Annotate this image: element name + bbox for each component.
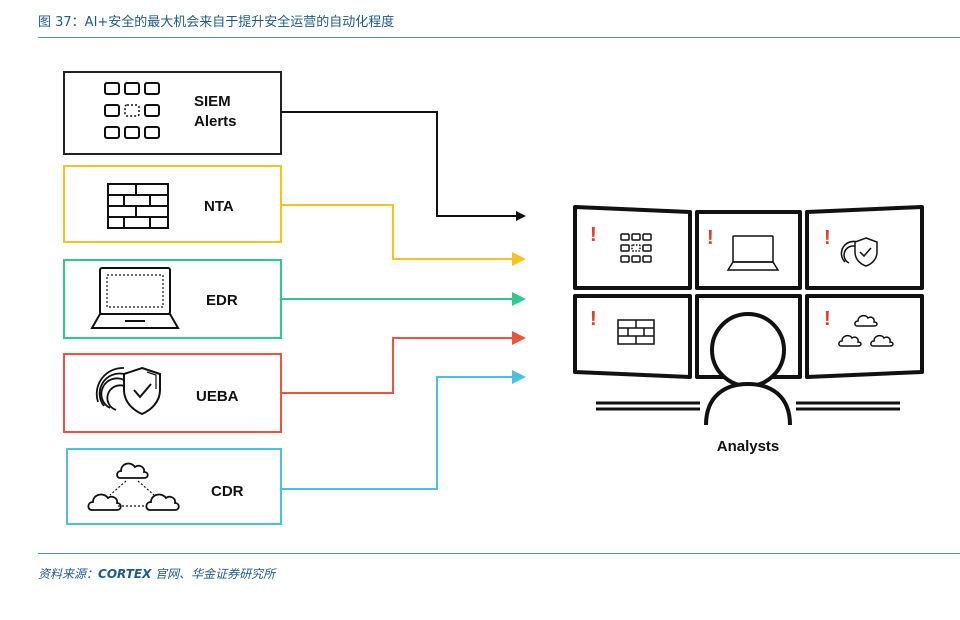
alert-marks: ! ! ! ! ! (590, 224, 831, 330)
monitor-top-left (573, 205, 692, 290)
source-nta: NTA (63, 165, 282, 243)
alert-icon: ! (707, 227, 714, 249)
laptop-icon (90, 267, 180, 329)
connector-arrows (281, 111, 526, 490)
source-rest: 官网、华金证券研究所 (151, 567, 276, 581)
arrow-siem (281, 111, 526, 221)
nta-label: NTA (204, 198, 234, 215)
alert-icon: ! (824, 308, 831, 330)
alert-icon: ! (590, 308, 597, 330)
source-note: 资料来源：CORTEX 官网、华金证券研究所 (38, 565, 275, 582)
siem-box (63, 71, 282, 155)
monitor-bottom-right (805, 294, 924, 379)
source-siem: SIEM Alerts (63, 71, 282, 155)
cloud-network-icon (87, 462, 180, 511)
analyst-head (710, 312, 786, 388)
arrow-ueba (281, 331, 526, 394)
alert-icon: ! (824, 227, 831, 249)
firewall-icon (107, 183, 169, 229)
source-edr: EDR (63, 259, 282, 339)
siem-label: SIEM (194, 93, 231, 110)
source-rule (38, 553, 960, 554)
edr-box (63, 259, 282, 339)
ueba-label: UEBA (196, 388, 239, 405)
title-rule (38, 37, 960, 38)
source-cdr: CDR (66, 448, 282, 525)
laptop-icon (726, 235, 780, 271)
cdr-box (66, 448, 282, 525)
nta-box (63, 165, 282, 243)
arrow-cdr (281, 370, 526, 490)
grid-icon (620, 233, 652, 263)
firewall-icon (617, 319, 655, 345)
arrow-nta (281, 204, 526, 266)
cdr-label: CDR (211, 483, 244, 500)
grid-icon (104, 82, 160, 139)
analysts-label: Analysts (717, 438, 780, 455)
figure-title: 图 37：AI+安全的最大机会来自于提升安全运营的自动化程度 (38, 15, 395, 30)
alert-icon: ! (590, 224, 597, 246)
fingerprint-shield-icon (840, 237, 878, 267)
cloud-network-icon (838, 314, 894, 347)
monitor-top-center (695, 210, 802, 290)
siem-label-line2: Alerts (194, 113, 237, 130)
analyst-figure (704, 312, 792, 426)
desk (596, 401, 900, 411)
fingerprint-shield-icon (95, 366, 161, 416)
analyst-shoulders (704, 381, 792, 426)
source-ueba: UEBA (63, 353, 282, 433)
edr-label: EDR (206, 292, 238, 309)
source-brand: CORTEX (98, 567, 152, 581)
source-prefix: 资料来源： (38, 567, 99, 581)
